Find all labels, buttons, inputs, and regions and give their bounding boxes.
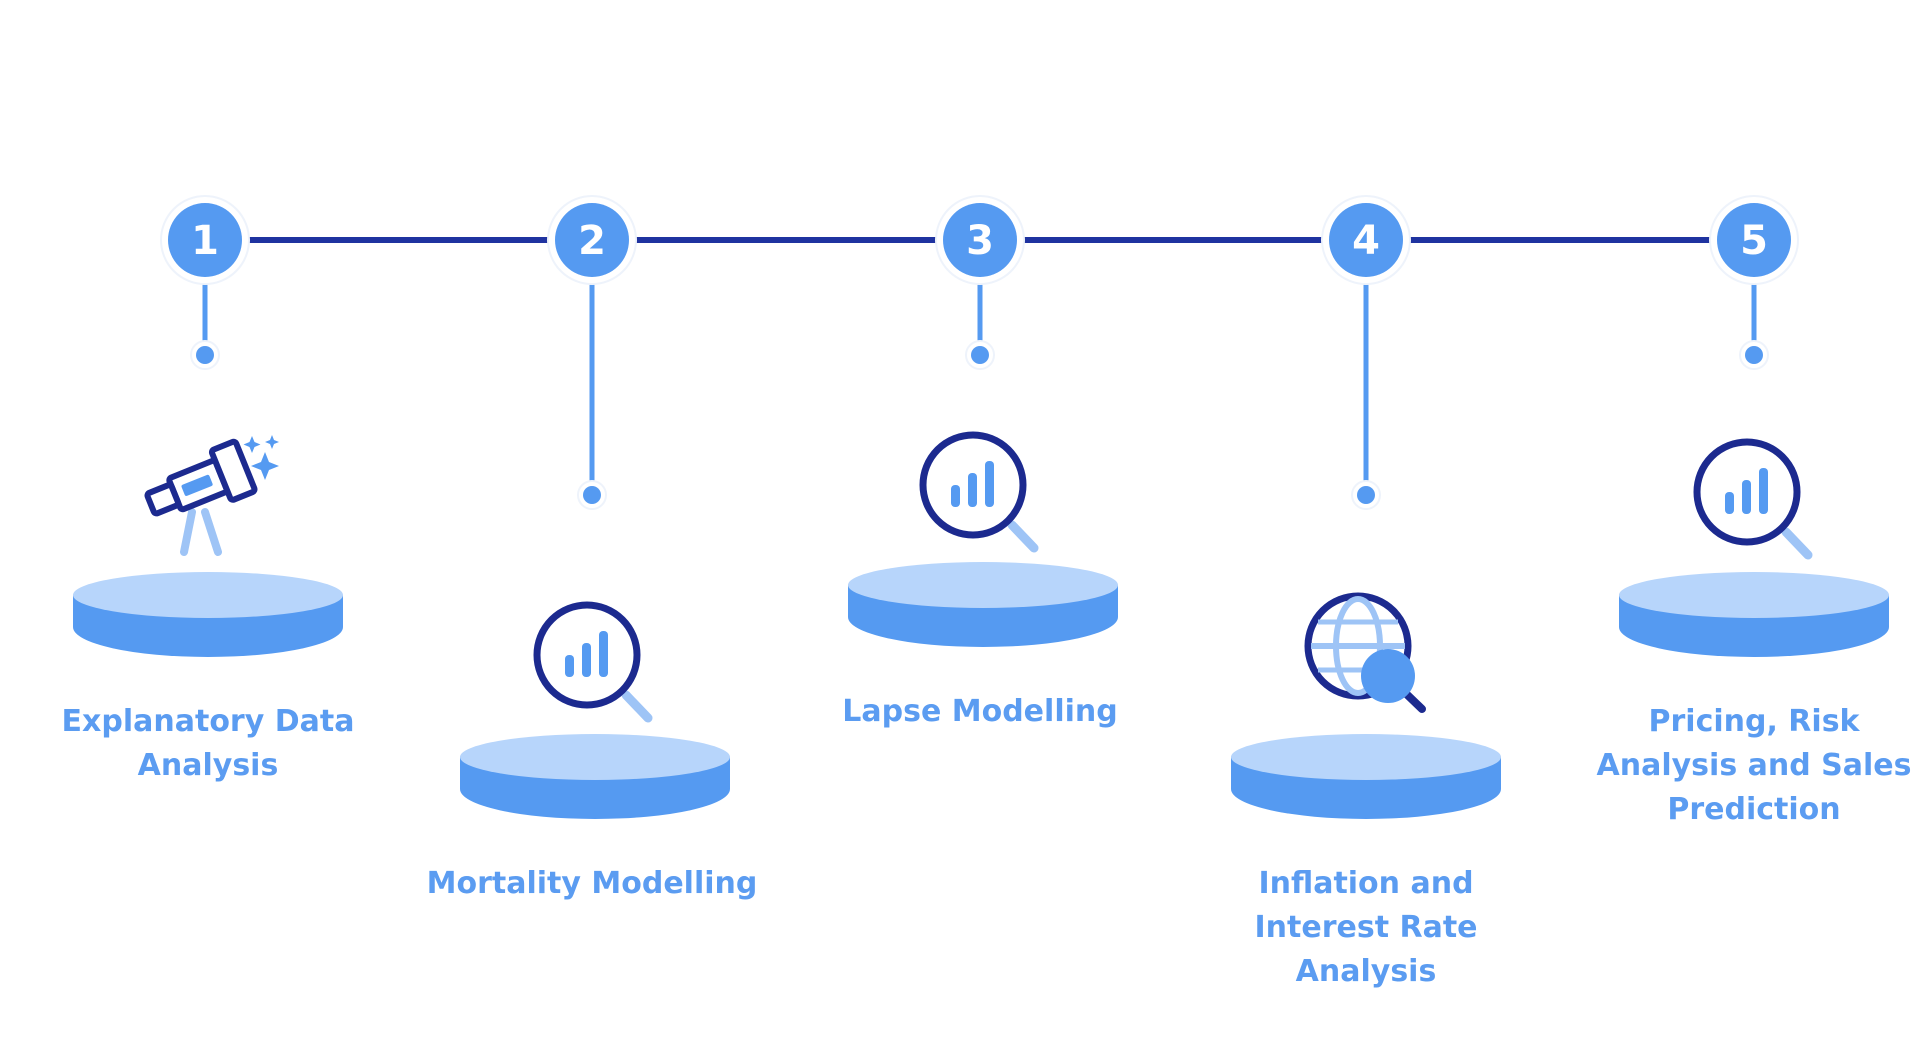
step-4-number: 4 <box>1352 218 1380 264</box>
step-5-platform <box>1619 572 1889 657</box>
step-5: 5 <box>1619 195 1889 657</box>
step-2-badge <box>555 203 629 277</box>
step-1-dot <box>196 346 214 364</box>
step-1-badge <box>168 203 242 277</box>
step-4-badge <box>1329 203 1403 277</box>
step-4: 4 <box>1231 195 1501 819</box>
globe-search-icon <box>1304 592 1426 713</box>
magnifier-chart-icon <box>533 601 653 723</box>
magnifier-chart-icon <box>1693 438 1813 560</box>
step-2-platform <box>460 734 730 819</box>
step-1-number: 1 <box>191 218 219 264</box>
step-1-label: Explanatory Data Analysis <box>61 704 355 783</box>
step-3-dot <box>971 346 989 364</box>
step-5-badge <box>1717 203 1791 277</box>
step-2-label: Mortality Modelling <box>426 866 758 901</box>
step-5-number: 5 <box>1740 218 1768 264</box>
step-3-badge <box>943 203 1017 277</box>
step-1-platform <box>73 572 343 657</box>
step-2-dot <box>583 486 601 504</box>
step-5-label: Pricing, Risk Analysis and Sales Predict… <box>1596 704 1912 827</box>
step-3-number: 3 <box>966 218 994 264</box>
step-1: 1 <box>73 195 343 657</box>
telescope-icon <box>144 435 279 556</box>
step-3-platform <box>848 562 1118 647</box>
step-3: 3 <box>848 195 1118 647</box>
step-4-dot <box>1357 486 1375 504</box>
magnifier-chart-icon <box>919 431 1039 553</box>
step-2: 2 <box>460 195 730 819</box>
step-4-platform <box>1231 734 1501 819</box>
step-4-label: Inflation and Interest Rate Analysis <box>1254 866 1478 989</box>
step-3-label: Lapse Modelling <box>842 694 1118 729</box>
step-5-dot <box>1745 346 1763 364</box>
step-2-number: 2 <box>578 218 606 264</box>
